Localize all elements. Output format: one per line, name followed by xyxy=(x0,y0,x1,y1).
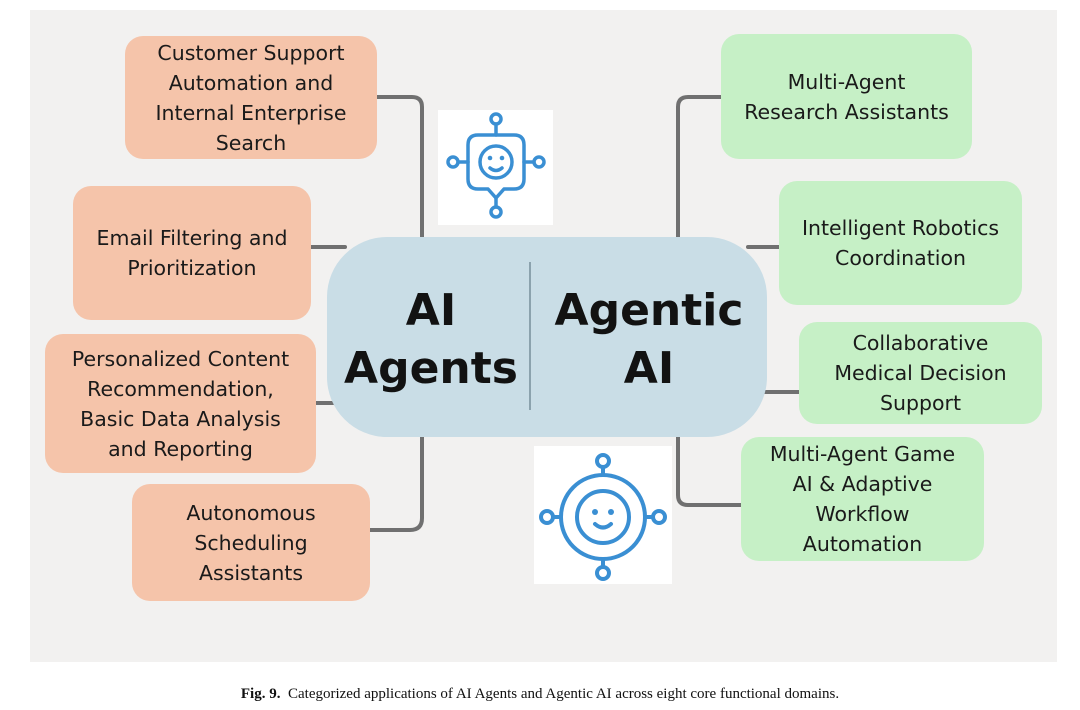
icon-card-bottom xyxy=(534,446,672,584)
app-box-medical: Collaborative Medical Decision Support xyxy=(799,322,1042,424)
connector-game-ai xyxy=(676,430,743,507)
app-box-research-assistants: Multi-Agent Research Assistants xyxy=(721,34,972,159)
app-box-robotics: Intelligent Robotics Coordination xyxy=(779,181,1022,305)
network-agent-icon xyxy=(539,453,667,581)
caption-text: Categorized applications of AI Agents an… xyxy=(287,686,840,702)
label-ai-agents: AI Agents xyxy=(344,285,518,394)
label-agentic-ai: Agentic AI xyxy=(554,285,744,394)
robot-chat-icon xyxy=(446,112,546,219)
app-box-customer-support: Customer Support Automation and Internal… xyxy=(125,36,377,159)
app-box-game-ai: Multi-Agent Game AI & Adaptive Workflow … xyxy=(741,437,984,561)
connector-autonomous-scheduling xyxy=(368,430,424,532)
app-box-email-filtering: Email Filtering and Prioritization xyxy=(73,186,311,320)
figure-caption: Fig. 9. Categorized applications of AI A… xyxy=(0,686,1080,703)
connector-customer-support xyxy=(375,95,424,247)
center-divider xyxy=(529,262,531,410)
center-hub xyxy=(327,237,767,437)
app-box-autonomous-scheduling: Autonomous Scheduling Assistants xyxy=(132,484,370,601)
app-box-personalized-content: Personalized Content Recommendation, Bas… xyxy=(45,334,316,473)
icon-card-top xyxy=(438,110,553,225)
figure-label: Fig. 9. xyxy=(240,686,281,702)
connector-research-assistants xyxy=(676,95,723,247)
